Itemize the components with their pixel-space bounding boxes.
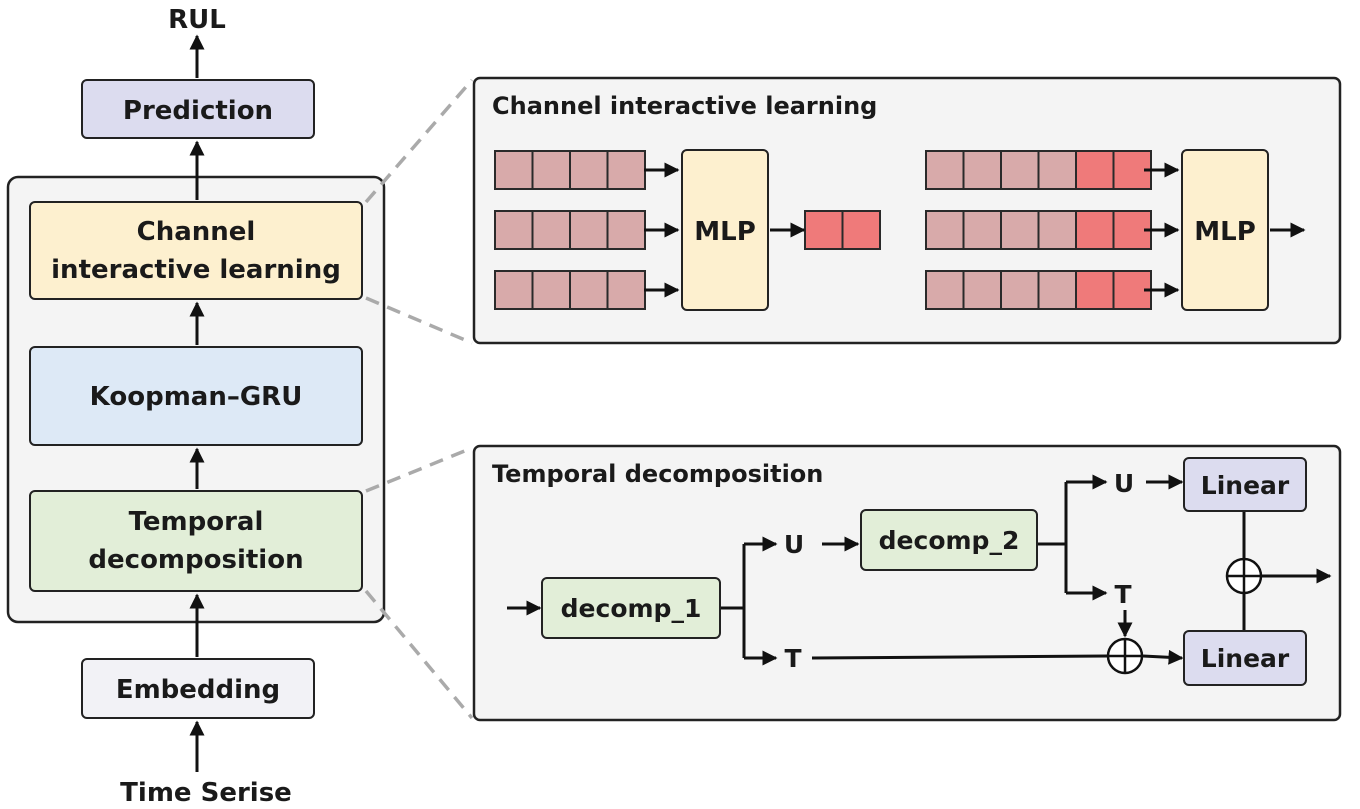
label-t2: T <box>1114 580 1131 609</box>
right-token-cell <box>1000 270 1040 310</box>
left-token-cell <box>531 270 571 310</box>
right-token-cell <box>1000 210 1040 250</box>
prediction-box: Prediction <box>81 79 315 139</box>
channel-interactive-box: Channel interactive learning <box>29 201 363 300</box>
right-token-cell <box>925 210 965 250</box>
decomp2-box: decomp_2 <box>860 509 1038 571</box>
decomp1-box: decomp_1 <box>541 577 721 639</box>
mlp-right-label: MLP <box>1194 217 1256 247</box>
sum-node-right <box>1225 557 1263 595</box>
left-token-cell <box>494 210 534 250</box>
embedding-box: Embedding <box>81 658 315 719</box>
embedding-label: Embedding <box>116 675 280 705</box>
linear-top-box: Linear <box>1183 457 1307 512</box>
mlp-left-label: MLP <box>694 217 756 247</box>
linear-bottom-box: Linear <box>1183 630 1307 686</box>
label-u1: U <box>784 530 804 559</box>
input-label: Time Serise <box>120 778 292 808</box>
left-token-cell <box>606 270 646 310</box>
temporal-decomposition-box: Temporal decomposition <box>29 490 363 592</box>
right-token-cell <box>1037 150 1077 190</box>
prediction-label: Prediction <box>123 96 273 126</box>
koopman-gru-box: Koopman–GRU <box>29 346 363 446</box>
right-token-cell <box>1075 270 1115 310</box>
left-token-cell <box>569 270 609 310</box>
mlp-left-box: MLP <box>681 149 769 311</box>
right-token-rows <box>925 150 1152 310</box>
left-token-rows <box>494 150 646 310</box>
temporal-flow-lines <box>507 474 1332 666</box>
left-token-cell <box>569 210 609 250</box>
temporal-panel: Temporal decomposition decomp_1 <box>472 444 1342 722</box>
left-token-cell <box>494 150 534 190</box>
output-token-cell <box>804 210 844 250</box>
channel-panel-title: Channel interactive learning <box>492 92 877 120</box>
right-token-cell <box>962 270 1002 310</box>
right-token-cell <box>925 150 965 190</box>
right-token-cell <box>1000 150 1040 190</box>
zoom-connectors <box>364 78 474 720</box>
left-token-cell <box>569 150 609 190</box>
channel-panel: Channel interactive learning MLP MLP <box>472 76 1342 345</box>
koopman-label: Koopman–GRU <box>90 382 303 412</box>
right-token-cell <box>962 210 1002 250</box>
left-mlp-arrows <box>644 162 806 298</box>
temporal-label-line1: Temporal <box>129 507 264 537</box>
right-token-cell <box>1075 210 1115 250</box>
label-t1: T <box>784 644 801 673</box>
output-token-cell <box>841 210 881 250</box>
right-mlp-arrows <box>1144 162 1306 298</box>
label-u2: U <box>1114 469 1134 498</box>
decomp2-label: decomp_2 <box>879 526 1020 555</box>
sum-node-bottom <box>1106 637 1144 675</box>
output-label: RUL <box>168 5 226 35</box>
right-token-cell <box>1037 210 1077 250</box>
left-token-cell <box>531 150 571 190</box>
right-token-cell <box>962 150 1002 190</box>
temporal-panel-title: Temporal decomposition <box>492 460 823 488</box>
output-token-row <box>804 210 881 250</box>
linear-top-label: Linear <box>1201 471 1290 500</box>
temporal-label-line2: decomposition <box>88 545 303 575</box>
linear-bottom-label: Linear <box>1201 644 1290 673</box>
left-token-cell <box>606 150 646 190</box>
right-token-cell <box>1037 270 1077 310</box>
right-token-cell <box>925 270 965 310</box>
mlp-right-box: MLP <box>1181 149 1269 311</box>
channel-label-line2: interactive learning <box>51 255 341 285</box>
left-token-cell <box>494 270 534 310</box>
right-token-cell <box>1075 150 1115 190</box>
channel-label-line1: Channel <box>137 217 256 247</box>
left-token-cell <box>531 210 571 250</box>
decomp1-label: decomp_1 <box>561 594 702 623</box>
left-token-cell <box>606 210 646 250</box>
